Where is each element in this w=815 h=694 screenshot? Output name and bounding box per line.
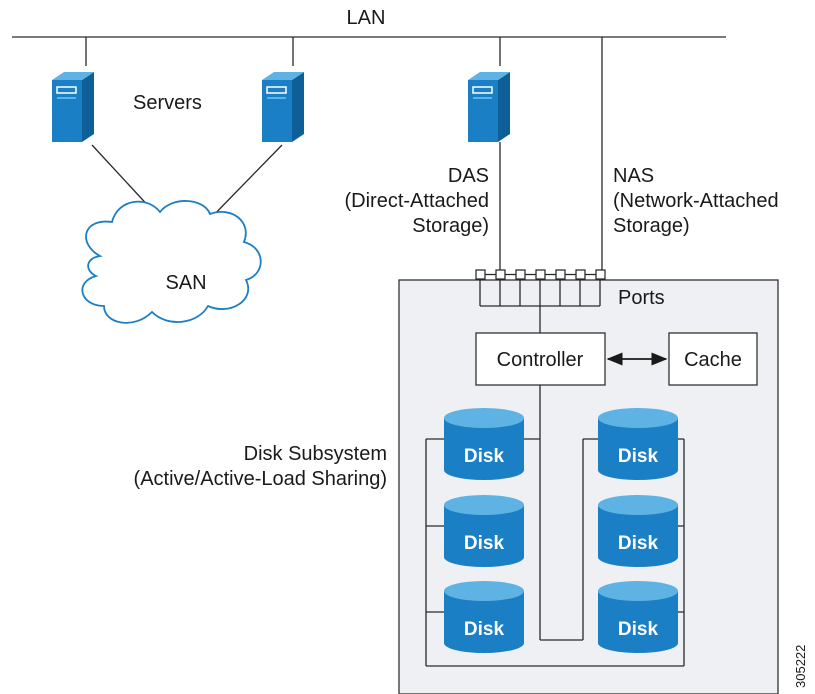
nas-label-3: Storage)	[613, 215, 690, 237]
subsystem-label-1: Disk Subsystem	[244, 443, 387, 465]
cache-box	[668, 332, 758, 386]
nas-label-2: (Network-Attached	[613, 190, 779, 212]
cloud-icon	[81, 200, 262, 324]
disk-icon: Disk	[444, 408, 524, 480]
server-icon	[467, 71, 511, 143]
disk-label: Disk	[618, 446, 659, 467]
das-label-1: DAS	[448, 165, 489, 187]
san-label: SAN	[165, 272, 206, 294]
disk-label: Disk	[464, 446, 505, 467]
port-icon	[535, 269, 546, 280]
controller-box	[475, 332, 606, 386]
server-icon	[261, 71, 305, 143]
port-icon	[595, 269, 606, 280]
cache-label: Cache	[684, 349, 742, 371]
nas-label-1: NAS	[613, 165, 654, 187]
servers-label: Servers	[133, 92, 202, 114]
port-icon	[495, 269, 506, 280]
ports-row	[475, 269, 606, 307]
disk-icon: Disk	[598, 408, 678, 480]
disk-label: Disk	[618, 533, 659, 554]
disk-label: Disk	[618, 619, 659, 640]
disk-icon: Disk	[444, 581, 524, 653]
port-icon	[515, 269, 526, 280]
ports-label: Ports	[618, 287, 665, 309]
port-icon	[575, 269, 586, 280]
subsystem-label-2: (Active/Active-Load Sharing)	[134, 468, 387, 490]
controller-label: Controller	[497, 349, 584, 371]
das-label-3: Storage)	[412, 215, 489, 237]
figure-id: 305222	[793, 645, 808, 688]
disk-icon: Disk	[598, 581, 678, 653]
lan-label: LAN	[347, 7, 386, 29]
das-label-2: (Direct-Attached	[345, 190, 490, 212]
disk-icon: Disk	[444, 495, 524, 567]
disk-label: Disk	[464, 619, 505, 640]
port-icon	[555, 269, 566, 280]
disk-icon: Disk	[598, 495, 678, 567]
server-icon	[51, 71, 95, 143]
port-icon	[475, 269, 486, 280]
disk-label: Disk	[464, 533, 505, 554]
